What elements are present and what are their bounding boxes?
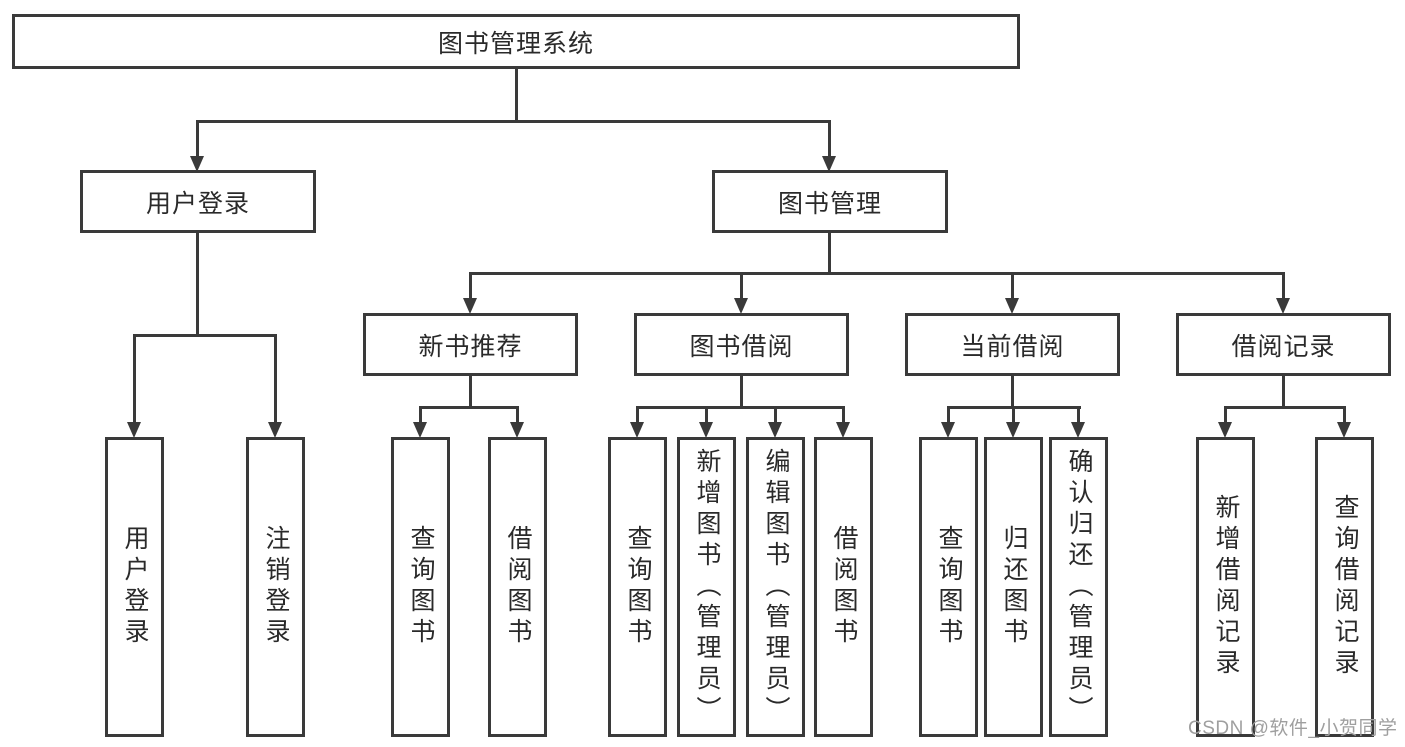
arrow-down-icon [413,422,427,438]
arrow-down-icon [836,422,850,438]
node-book-borrow: 图书借阅 [634,313,849,376]
connector-level1-bar [196,120,831,123]
leaf-label: 确认归还（管理员） [1065,447,1093,727]
connector-arrow-stem [947,406,950,424]
connector-user-login-stem [196,232,199,337]
connector-arrow-stem [196,120,199,158]
connector-stem [1011,376,1014,409]
leaf-add-borrow-record: 新增借阅记录 [1196,437,1255,737]
arrow-down-icon [268,422,282,438]
connector-bar [636,406,845,409]
node-new-book-recommend: 新书推荐 [363,313,578,376]
leaf-borrow-books: 借阅图书 [814,437,873,737]
leaf-label: 借阅图书 [504,525,532,649]
node-user-login: 用户登录 [80,170,316,233]
arrow-down-icon [822,156,836,172]
connector-arrow-stem [740,272,743,300]
leaf-add-books-admin: 新增图书（管理员） [677,437,736,737]
connector-arrow-stem [828,120,831,158]
arrow-down-icon [734,298,748,314]
connector-arrow-stem [469,272,472,300]
connector-bar [1224,406,1346,409]
connector-stem [1282,376,1285,409]
connector-stem [740,376,743,409]
leaf-label: 查询图书 [935,525,963,649]
connector-stem [469,376,472,409]
connector-arrow-stem [274,334,277,424]
leaf-query-borrow-record: 查询借阅记录 [1315,437,1374,737]
connector-arrow-stem [1224,406,1227,424]
connector-arrow-stem [419,406,422,424]
leaf-user-login: 用户登录 [105,437,164,737]
connector-arrow-stem [1343,406,1346,424]
arrow-down-icon [941,422,955,438]
leaf-query-books-current: 查询图书 [919,437,978,737]
leaf-label: 编辑图书（管理员） [762,447,790,727]
connector-arrow-stem [636,406,639,424]
node-book-management: 图书管理 [712,170,948,233]
connector-arrow-stem [1012,406,1015,424]
leaf-label: 查询借阅记录 [1331,494,1359,680]
leaf-edit-books-admin: 编辑图书（管理员） [746,437,805,737]
leaf-borrow-books-recommend: 借阅图书 [488,437,547,737]
arrow-down-icon [1276,298,1290,314]
leaf-label: 新增借阅记录 [1212,494,1240,680]
arrow-down-icon [1337,422,1351,438]
arrow-down-icon [1071,422,1085,438]
arrow-down-icon [510,422,524,438]
connector-book-mgmt-stem [828,232,831,275]
leaf-label: 归还图书 [1000,525,1028,649]
leaf-query-books-recommend: 查询图书 [391,437,450,737]
connector-arrow-stem [705,406,708,424]
leaf-label: 注销登录 [262,525,290,649]
connector-user-login-bar [133,334,277,337]
arrow-down-icon [463,298,477,314]
arrow-down-icon [1006,422,1020,438]
arrow-down-icon [768,422,782,438]
node-borrow-records: 借阅记录 [1176,313,1391,376]
arrow-down-icon [699,422,713,438]
arrow-down-icon [1005,298,1019,314]
leaf-label: 查询图书 [624,525,652,649]
connector-arrow-stem [1077,406,1080,424]
leaf-label: 查询图书 [407,525,435,649]
connector-root-stem [515,68,518,123]
leaf-label: 借阅图书 [830,525,858,649]
arrow-down-icon [630,422,644,438]
leaf-label: 新增图书（管理员） [693,447,721,727]
node-root: 图书管理系统 [12,14,1020,69]
connector-arrow-stem [842,406,845,424]
connector-arrow-stem [1011,272,1014,300]
node-current-borrow: 当前借阅 [905,313,1120,376]
connector-bar [419,406,519,409]
leaf-query-books-borrow: 查询图书 [608,437,667,737]
arrow-down-icon [127,422,141,438]
connector-level2-bar [469,272,1285,275]
arrow-down-icon [1218,422,1232,438]
connector-arrow-stem [516,406,519,424]
csdn-watermark: CSDN @软件_小贺同学 [1188,718,1398,739]
leaf-return-books: 归还图书 [984,437,1043,737]
leaf-logout: 注销登录 [246,437,305,737]
leaf-label: 用户登录 [121,525,149,649]
connector-arrow-stem [133,334,136,424]
connector-arrow-stem [1282,272,1285,300]
connector-arrow-stem [774,406,777,424]
arrow-down-icon [190,156,204,172]
leaf-confirm-return-admin: 确认归还（管理员） [1049,437,1108,737]
